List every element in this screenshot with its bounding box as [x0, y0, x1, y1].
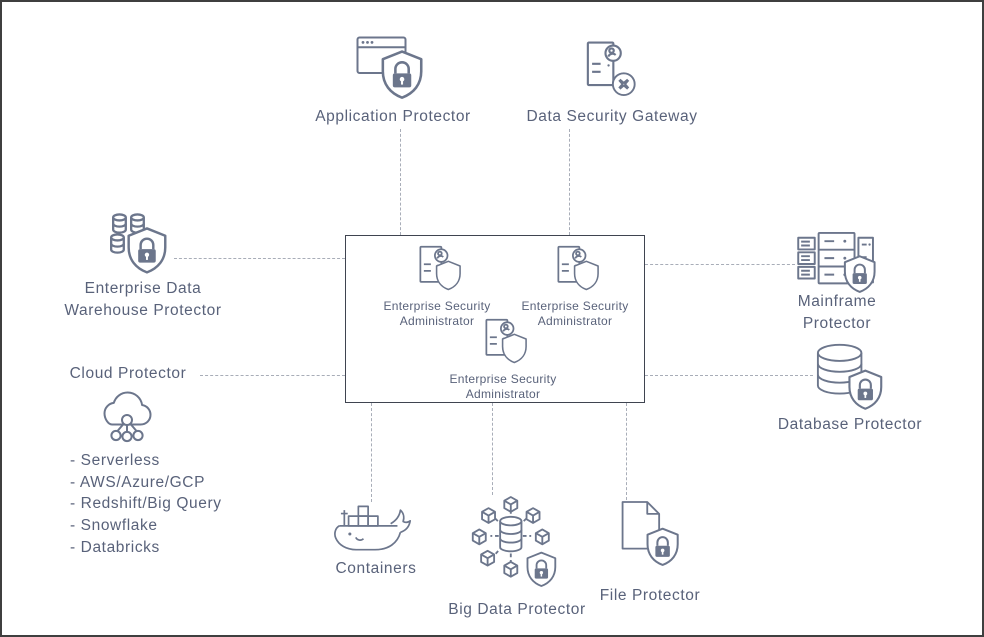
data-security-gateway-label: Data Security Gateway: [526, 108, 698, 125]
admin-node: Enterprise Security Administrator: [432, 318, 574, 401]
admin-label: Enterprise Security Administrator: [383, 299, 491, 328]
containers-label: Containers: [335, 560, 417, 577]
cloud-protector-list: - Serverless - AWS/Azure/GCP - Redshift/…: [70, 450, 260, 559]
enterprise-security-administrator-icon: [485, 318, 527, 364]
cloud-list-item: - Snowflake: [70, 517, 158, 535]
enterprise-security-administrator-icon: [557, 245, 599, 291]
connector-cloud-protector: [200, 375, 345, 376]
cloud-list-item: - Serverless: [70, 452, 160, 469]
file-protector-label: File Protector: [599, 587, 701, 604]
connector-containers: [371, 403, 372, 502]
connector-big-data-protector: [492, 403, 493, 495]
mainframe-protector-label: Mainframe Protector: [797, 293, 877, 332]
cloud-list-item: - AWS/Azure/GCP: [70, 473, 206, 491]
enterprise-data-warehouse-protector-label: Enterprise Data Warehouse Protector: [64, 280, 222, 319]
enterprise-security-administrator-box: Enterprise Security Administrator Enterp…: [345, 235, 645, 403]
admin-node: Enterprise Security Administrator: [366, 245, 508, 328]
cloud-protector-icon: [92, 388, 161, 446]
big-data-protector-label: Big Data Protector: [448, 601, 586, 618]
cloud-protector-label: Cloud Protector: [69, 365, 187, 382]
connector-data-security-gateway: [569, 129, 570, 235]
connector-file-protector: [626, 403, 627, 500]
database-protector-icon: [814, 342, 888, 412]
cloud-list-item: - Databricks: [70, 538, 160, 556]
admin-label: Enterprise Security Administrator: [449, 372, 557, 401]
cloud-list-item: - Redshift/Big Query: [70, 495, 222, 513]
data-security-gateway-icon: [583, 38, 638, 100]
connector-database-protector: [645, 375, 813, 376]
connector-application-protector: [400, 129, 401, 235]
enterprise-data-warehouse-protector-icon: [106, 210, 170, 276]
connector-enterprise-data-warehouse: [174, 258, 345, 259]
admin-node: Enterprise Security Administrator: [504, 245, 646, 328]
mainframe-protector-icon: [796, 230, 882, 296]
big-data-protector-icon: [470, 494, 559, 589]
admin-label: Enterprise Security Administrator: [521, 299, 629, 328]
connector-mainframe-protector: [645, 264, 795, 265]
file-protector-icon: [618, 500, 682, 568]
application-protector-label: Application Protector: [315, 108, 471, 125]
enterprise-security-administrator-icon: [419, 245, 461, 291]
application-protector-icon: [354, 34, 430, 102]
database-protector-label: Database Protector: [777, 416, 923, 433]
containers-icon: [332, 500, 417, 562]
